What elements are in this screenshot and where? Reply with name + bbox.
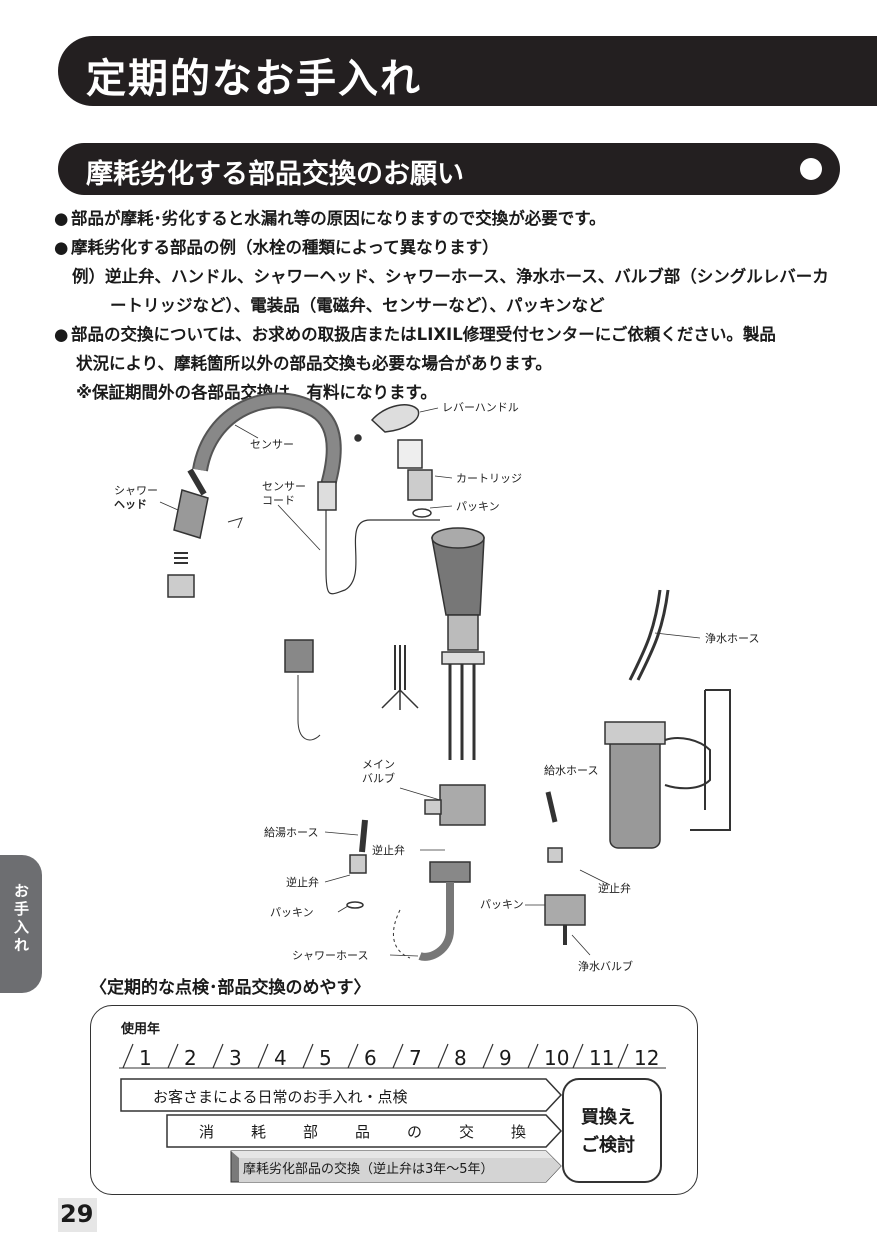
guide-title: 〈定期的な点検･部品交換のめやす〉 [90,978,371,998]
bar-consumables-char: 部 [303,1123,318,1141]
body-text: ●部品が摩耗･劣化すると水漏れ等の原因になりますので交換が必要です。 ●摩耗劣化… [54,204,844,407]
page-title-bar: 定期的なお手入れ [58,36,877,106]
year-label: 7 [409,1046,422,1070]
lever-handle-shape [370,404,420,433]
year-label: 6 [364,1046,377,1070]
supply-hose-shape [545,791,558,823]
label-packing-top: パッキン [456,500,500,513]
bar-consumables-char: の [407,1123,422,1141]
label-main-valve-2: バルブ [362,771,395,785]
bullet-3-line-2: 状況により、摩耗箇所以外の部品交換も必要な場合があります。 [76,354,552,373]
label-sensor-cord-2: コード [262,494,295,507]
label-hot-hose: 給湯ホース [264,825,318,839]
filter-cartridge [609,729,661,849]
shower-head-shape [173,489,209,539]
label-lever-handle: レバーハンドル [442,401,519,414]
purified-hose-shape [628,589,670,681]
year-label: 10 [544,1046,569,1070]
year-divider [572,1043,584,1069]
bullet-2-example-1: 例）逆止弁、ハンドル、シャワーヘッド、シャワーホース、浄水ホース、バルブ部（シン… [72,267,829,286]
hot-hose-shape [359,819,368,853]
year-divider [482,1043,494,1069]
label-packing-right: パッキン [480,898,524,911]
label-main-valve-1: メイン [362,758,395,771]
bar-wear-parts-label: 摩耗劣化部品の交換（逆止弁は3年～5年） [243,1161,494,1177]
bullet-1: ●部品が摩耗･劣化すると水漏れ等の原因になりますので交換が必要です。 [54,209,606,228]
parts-diagram: レバーハンドル センサー カートリッジ シャワー ヘッド センサー コード パッ… [114,392,759,973]
faucet-body [431,537,485,616]
side-tab-label: お手入れ [12,883,30,955]
page-title: 定期的なお手入れ [86,56,422,102]
year-divider [437,1043,449,1069]
year-label: 4 [274,1046,287,1070]
page-number: 29 [58,1198,98,1232]
replace-label-2: ご検討 [581,1134,635,1156]
purified-valve-shape [544,894,586,926]
cartridge-shape [397,439,423,469]
year-label: 11 [589,1046,614,1070]
year-divider [302,1043,314,1069]
shower-hose-shape [418,882,454,961]
label-check-valve-left: 逆止弁 [286,875,319,889]
bar-consumables-char: 耗 [251,1123,266,1141]
bullet-3-note: ※保証期間外の各部品交換は、有料になります。 [76,383,437,402]
year-label: 3 [229,1046,242,1070]
label-sensor-cord-1: センサー [262,480,306,493]
bar-daily-care [120,1078,563,1112]
year-label: 12 [634,1046,659,1070]
year-divider [122,1043,134,1069]
bullet-2: ●摩耗劣化する部品の例（水栓の種類によって異なります） [54,238,499,257]
year-divider [167,1043,179,1069]
bullet-2-example-2: ートリッジなど）、電装品（電磁弁、センサーなど）、パッキンなど [110,296,605,315]
year-label: 1 [139,1046,152,1070]
bar-daily-care-label: お客さまによる日常のお手入れ・点検 [153,1088,408,1106]
year-divider [617,1043,629,1069]
label-check-valve-right: 逆止弁 [598,881,631,895]
label-shower-head-1: シャワー [114,484,158,497]
section-title-bar: 摩耗劣化する部品交換のお願い [58,143,840,195]
year-divider [257,1043,269,1069]
label-cartridge: カートリッジ [456,472,522,485]
year-label: 5 [319,1046,332,1070]
year-divider [347,1043,359,1069]
year-label: 8 [454,1046,467,1070]
power-adapter [284,639,314,673]
bar-consumables-char: 品 [355,1123,370,1141]
side-tab: お手入れ [0,855,42,993]
year-divider [392,1043,404,1069]
year-divider [212,1043,224,1069]
label-packing-left: パッキン [270,906,314,919]
filter-bracket [690,689,731,831]
label-sensor: センサー [250,438,294,451]
bar-consumables-char: 消 [199,1123,214,1141]
label-shower-head-2: ヘッド [114,498,147,511]
label-supply-hose: 給水ホース [544,763,598,777]
label-purified-valve: 浄水バルブ [578,959,633,973]
bar-consumables-char: 交 [459,1123,474,1141]
bar-consumables [166,1114,563,1148]
year-label: 2 [184,1046,197,1070]
bullet-3: ●部品の交換については、お求めの取扱店またはLIXIL修理受付センターにご依頼く… [54,325,776,344]
years-label: 使用年 [121,1022,161,1037]
section-title: 摩耗劣化する部品交換のお願い [86,159,464,190]
replace-label-1: 買換え [581,1106,635,1128]
sensor-cord [325,510,440,595]
section-dot-icon [800,158,822,180]
year-divider [527,1043,539,1069]
label-check-valve-mid: 逆止弁 [372,843,405,857]
label-purified-hose: 浄水ホース [705,631,759,645]
year-label: 9 [499,1046,512,1070]
label-shower-hose: シャワーホース [292,949,368,962]
main-valve-shape [439,784,486,826]
spout-end [317,481,337,511]
shower-connector [167,574,195,598]
bar-consumables-char: 換 [511,1123,526,1141]
replace-box [562,1078,662,1183]
